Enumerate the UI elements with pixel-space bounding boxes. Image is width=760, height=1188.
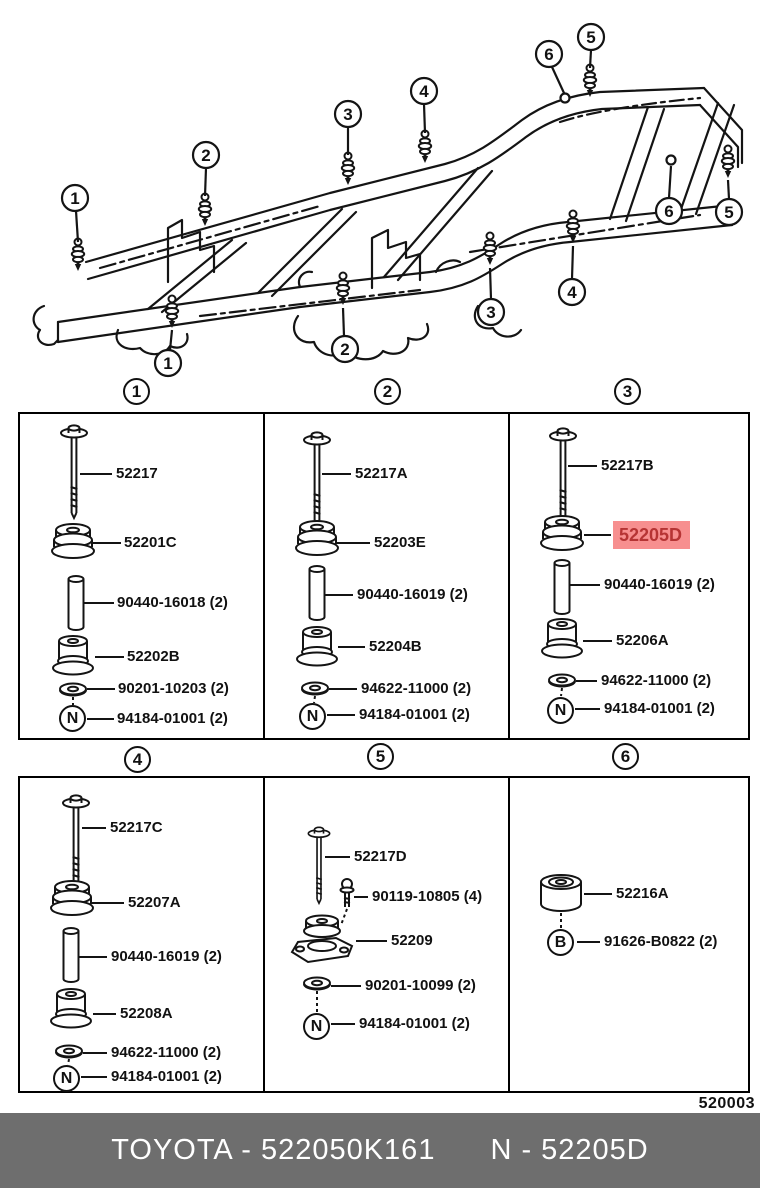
bolt-badge: B bbox=[547, 929, 574, 956]
panel-number-2: 2 bbox=[374, 378, 401, 405]
svg-text:2: 2 bbox=[201, 146, 210, 165]
part-label: 90119-10805 (4) bbox=[372, 888, 483, 905]
callout-1-front: 1 bbox=[60, 183, 90, 243]
callout-6-lower: 6 bbox=[654, 165, 684, 226]
svg-text:4: 4 bbox=[419, 82, 429, 101]
part-label: 90440-16019 (2) bbox=[604, 576, 715, 593]
part-label: 52207A bbox=[128, 894, 181, 911]
nut-badge: N bbox=[547, 697, 574, 724]
nut-badge: N bbox=[303, 1013, 330, 1040]
svg-text:5: 5 bbox=[724, 203, 733, 222]
callout-5-right: 5 bbox=[714, 179, 744, 227]
part-label: 52208A bbox=[120, 1005, 173, 1022]
part-label: 52206A bbox=[616, 632, 669, 649]
panel-number-4: 4 bbox=[124, 746, 151, 773]
part-label: 94184-01001 (2) bbox=[359, 1015, 470, 1032]
svg-text:1: 1 bbox=[163, 354, 172, 373]
part-label: 52204B bbox=[369, 638, 422, 655]
callout-6-top: 6 bbox=[534, 39, 565, 94]
svg-text:3: 3 bbox=[343, 105, 352, 124]
part-label: 90440-16019 (2) bbox=[111, 948, 222, 965]
panel-number-6: 6 bbox=[612, 743, 639, 770]
svg-text:6: 6 bbox=[664, 202, 673, 221]
nut-badge: N bbox=[53, 1065, 80, 1092]
part-label-highlighted: 52205D bbox=[613, 521, 691, 549]
svg-text:6: 6 bbox=[544, 45, 553, 64]
part-label: 52217A bbox=[355, 465, 408, 482]
part-label: 52203E bbox=[374, 534, 426, 551]
part-label: 90440-16018 (2) bbox=[117, 594, 228, 611]
part-label: 94184-01001 (2) bbox=[111, 1068, 222, 1085]
part-label: 52217D bbox=[354, 848, 407, 865]
callout-2-lower: 2 bbox=[330, 307, 360, 364]
svg-text:3: 3 bbox=[486, 303, 495, 322]
svg-text:5: 5 bbox=[586, 28, 595, 47]
part-label: 94622-11000 (2) bbox=[361, 680, 472, 697]
part-label: 91626-B0822 (2) bbox=[604, 933, 718, 950]
callout-3-upper: 3 bbox=[333, 99, 363, 155]
callout-5-top: 5 bbox=[576, 22, 606, 69]
part-label: 52217 bbox=[116, 465, 158, 482]
footer-bar: TOYOTA - 522050K161 N - 52205D bbox=[0, 1113, 760, 1188]
part-label: 52217B bbox=[601, 457, 654, 474]
callout-4-upper: 4 bbox=[409, 76, 439, 134]
grid-divider bbox=[263, 414, 265, 738]
frame-diagram: 1 1 2 2 3 3 4 4 5 5 6 6 bbox=[32, 22, 744, 378]
part-label: 52217C bbox=[110, 819, 163, 836]
footer-part-number: TOYOTA - 522050K161 bbox=[111, 1134, 436, 1166]
nut-badge: N bbox=[299, 703, 326, 730]
part-label: 52201C bbox=[124, 534, 177, 551]
part-label: 94622-11000 (2) bbox=[601, 672, 712, 689]
grid-divider bbox=[263, 778, 265, 1091]
footer-reference: N - 52205D bbox=[490, 1134, 649, 1166]
grid-divider bbox=[508, 414, 510, 738]
grid-row-2 bbox=[18, 776, 750, 1093]
part-label: 90440-16019 (2) bbox=[357, 586, 468, 603]
part-label: 94184-01001 (2) bbox=[359, 706, 470, 723]
grid-row-1 bbox=[18, 412, 750, 740]
callout-1-lower: 1 bbox=[153, 329, 183, 378]
panel-number-1: 1 bbox=[123, 378, 150, 405]
nut-badge: N bbox=[59, 705, 86, 732]
svg-text:4: 4 bbox=[567, 283, 577, 302]
callout-2-upper: 2 bbox=[191, 140, 221, 197]
panel-number-5: 5 bbox=[367, 743, 394, 770]
svg-text:1: 1 bbox=[70, 189, 79, 208]
part-label: 94184-01001 (2) bbox=[604, 700, 715, 717]
panel-number-3: 3 bbox=[614, 378, 641, 405]
drawing-number: 520003 bbox=[698, 1095, 755, 1112]
frame-art bbox=[32, 86, 744, 361]
part-label: 90201-10099 (2) bbox=[365, 977, 476, 994]
grid-divider bbox=[508, 778, 510, 1091]
part-label: 90201-10203 (2) bbox=[118, 680, 229, 697]
part-label: 52202B bbox=[127, 648, 180, 665]
frame-callouts: 1 1 2 2 3 3 4 4 5 5 6 6 bbox=[60, 22, 744, 378]
callout-3-lower: 3 bbox=[476, 267, 506, 327]
svg-text:2: 2 bbox=[340, 340, 349, 359]
part-label: 94622-11000 (2) bbox=[111, 1044, 222, 1061]
part-label: 94184-01001 (2) bbox=[117, 710, 228, 727]
part-label: 52216A bbox=[616, 885, 669, 902]
callout-4-lower: 4 bbox=[557, 245, 587, 307]
part-label: 52209 bbox=[391, 932, 433, 949]
